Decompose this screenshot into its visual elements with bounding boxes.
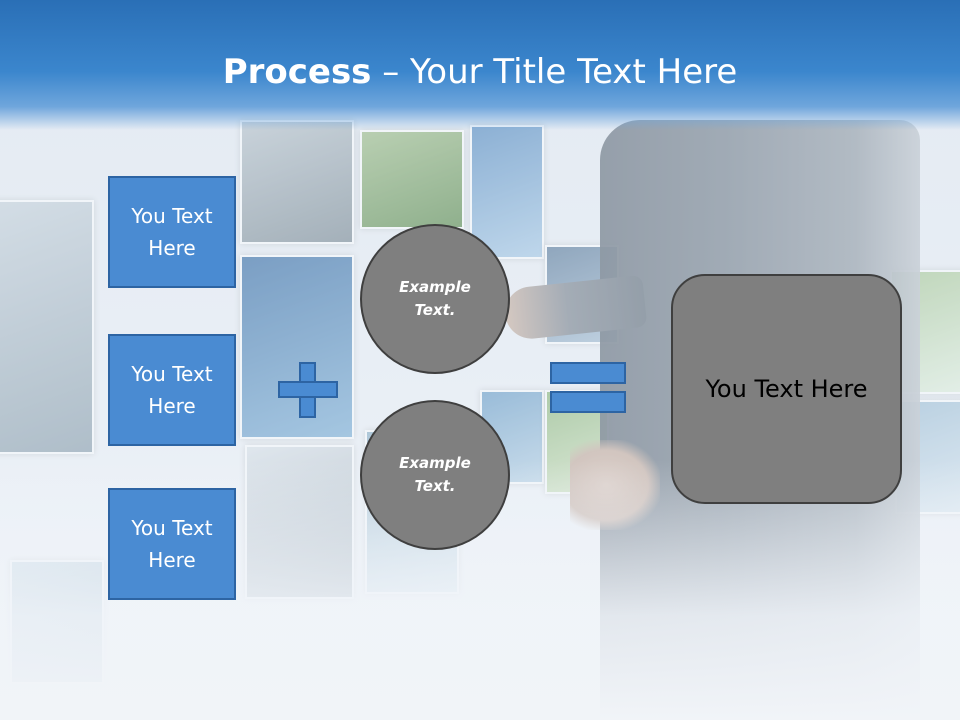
slide-title[interactable]: Process – Your Title Text Here <box>0 52 960 92</box>
text-box-2-label: You Text Here <box>131 362 213 418</box>
equals-icon-bottom-bar[interactable] <box>550 391 626 413</box>
plus-icon[interactable] <box>278 362 338 418</box>
result-box[interactable]: You Text Here <box>671 274 902 504</box>
result-box-label: You Text Here <box>705 375 868 403</box>
title-banner <box>0 0 960 130</box>
title-rest: – Your Title Text Here <box>371 52 738 92</box>
text-box-1-label: You Text Here <box>131 204 213 260</box>
title-bold: Process <box>222 52 372 92</box>
text-box-3[interactable]: You Text Here <box>108 488 236 600</box>
equals-icon-top-bar[interactable] <box>550 362 626 384</box>
text-box-2[interactable]: You Text Here <box>108 334 236 446</box>
example-circle-1-label: Example Text. <box>399 278 471 319</box>
example-circle-2-label: Example Text. <box>399 454 471 495</box>
example-circle-2[interactable]: Example Text. <box>360 400 510 550</box>
text-box-3-label: You Text Here <box>131 516 213 572</box>
example-circle-1[interactable]: Example Text. <box>360 224 510 374</box>
text-box-1[interactable]: You Text Here <box>108 176 236 288</box>
